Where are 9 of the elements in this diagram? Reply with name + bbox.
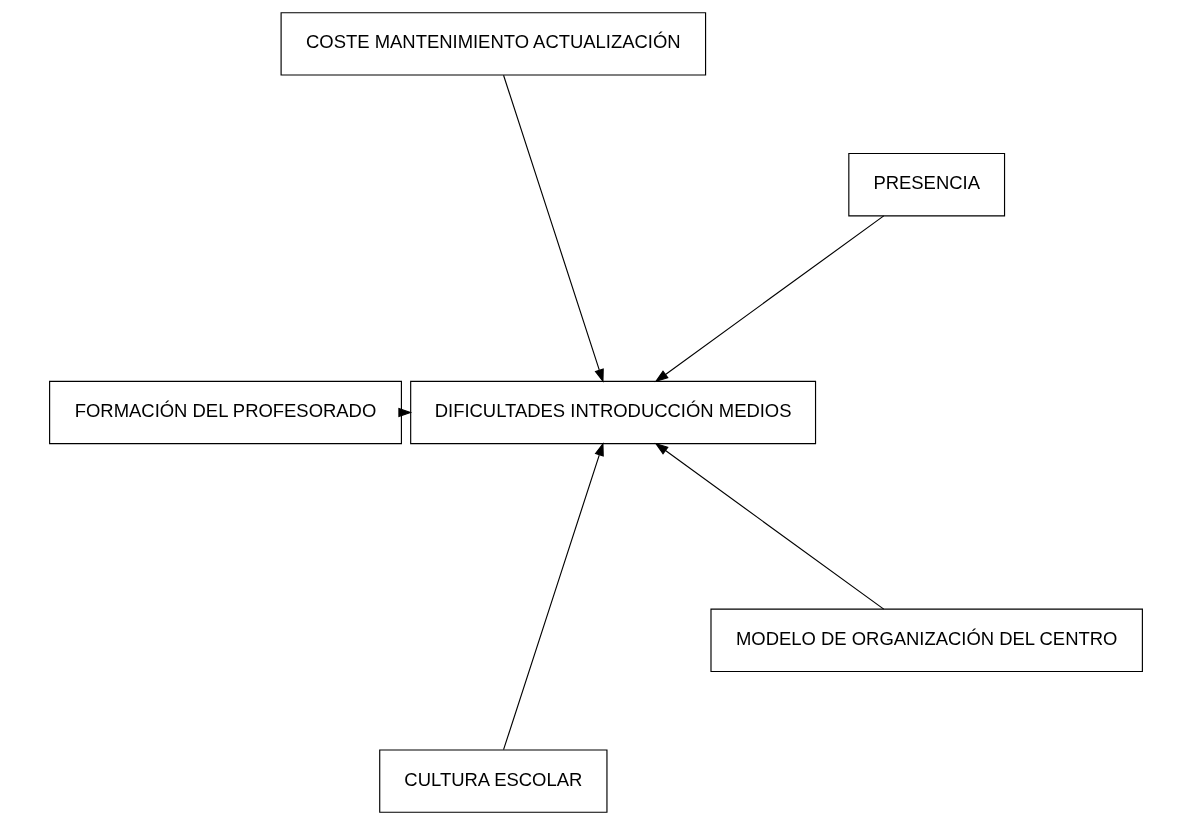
arrow xyxy=(503,442,604,751)
arrow xyxy=(654,215,885,383)
node-box: COSTE MANTENIMIENTO ACTUALIZACIÓN xyxy=(280,12,707,76)
arrow xyxy=(654,442,885,610)
node-box: DIFICULTADES INTRODUCCIÓN MEDIOS xyxy=(410,380,817,445)
node-box: CULTURA ESCOLAR xyxy=(379,749,608,813)
node-box: PRESENCIA xyxy=(848,152,1006,217)
arrow xyxy=(503,74,604,383)
node-box: MODELO DE ORGANIZACIÓN DEL CENTRO xyxy=(710,608,1143,673)
